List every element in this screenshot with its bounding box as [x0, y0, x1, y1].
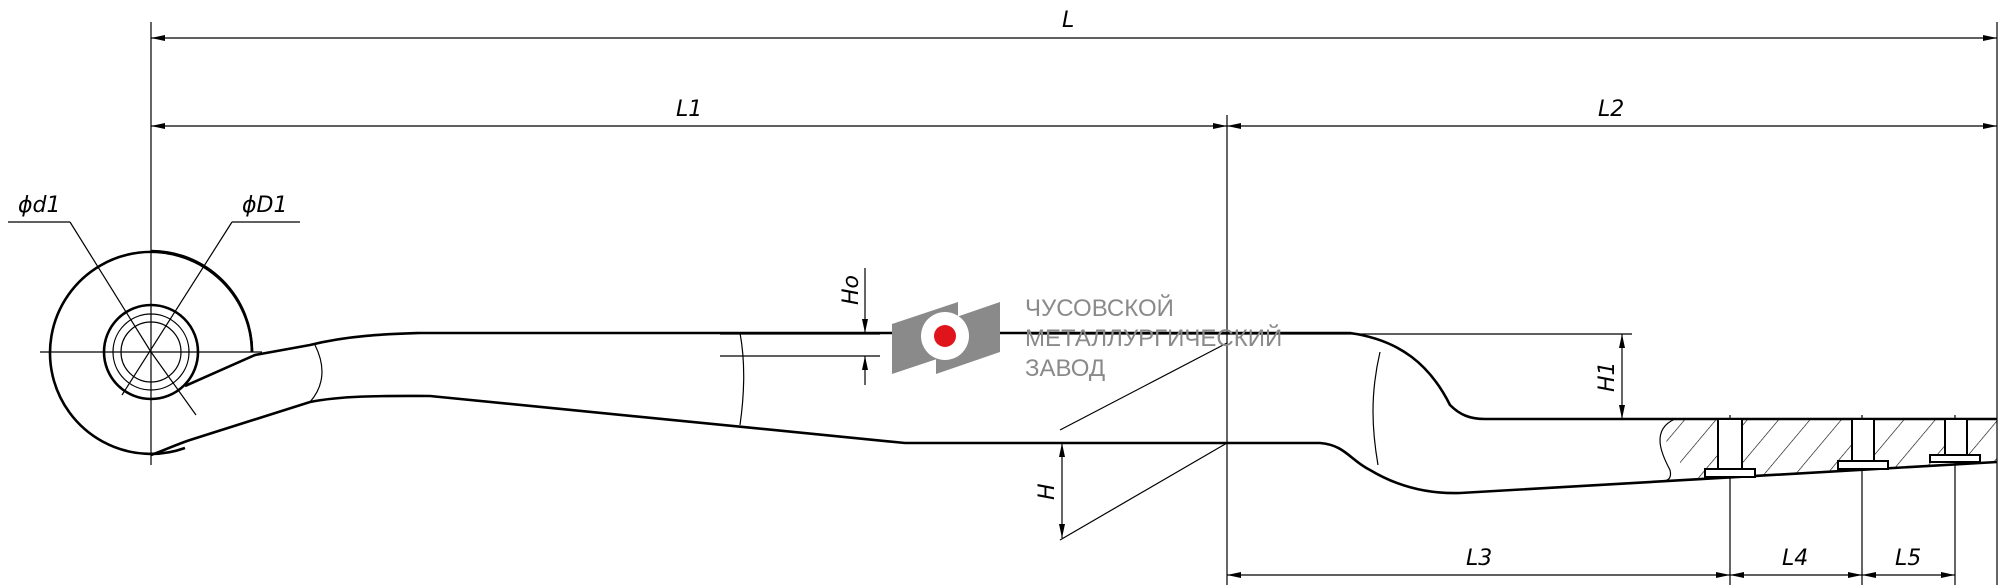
label-line2: МЕТАЛЛУРГИЧЕСКИЙ — [1025, 324, 1282, 352]
dimension-L: L — [151, 8, 1997, 41]
label-L2: L2 — [1598, 97, 1624, 122]
label-L5: L5 — [1895, 546, 1921, 571]
dimension-Ho: Ho — [720, 268, 880, 385]
label-H: H — [1035, 483, 1060, 500]
dimension-L1: L1 — [151, 97, 1227, 129]
dimension-L3: L3 — [1227, 546, 1730, 578]
hatched-section — [1659, 418, 1997, 482]
extension-lines — [40, 22, 1998, 585]
label-line1: ЧУСОВСКОЙ — [1025, 294, 1174, 322]
dimension-L4: L4 — [1730, 546, 1862, 578]
label-L3: L3 — [1466, 546, 1492, 571]
label-L1: L1 — [676, 97, 702, 122]
dimension-H1: H1 — [1595, 334, 1625, 419]
logo-red-dot — [934, 325, 956, 347]
dimension-L2: L2 — [1227, 97, 1997, 129]
label-L4: L4 — [1782, 546, 1808, 571]
label-D1: ϕD1 — [242, 193, 287, 218]
spring-eye: ϕd1 ϕD1 — [8, 193, 300, 456]
label-line3: ЗАВОД — [1025, 355, 1105, 382]
company-logo: ЧУСОВСКОЙ МЕТАЛЛУРГИЧЕСКИЙ ЗАВОД — [892, 294, 1282, 382]
dimension-H: H — [1035, 342, 1228, 541]
label-d1: ϕd1 — [18, 193, 60, 218]
label-H1: H1 — [1595, 361, 1620, 392]
label-L: L — [1062, 8, 1074, 33]
spring-leaf — [150, 331, 1998, 495]
label-Ho: Ho — [839, 275, 864, 305]
dimension-L5: L5 — [1862, 546, 1955, 578]
